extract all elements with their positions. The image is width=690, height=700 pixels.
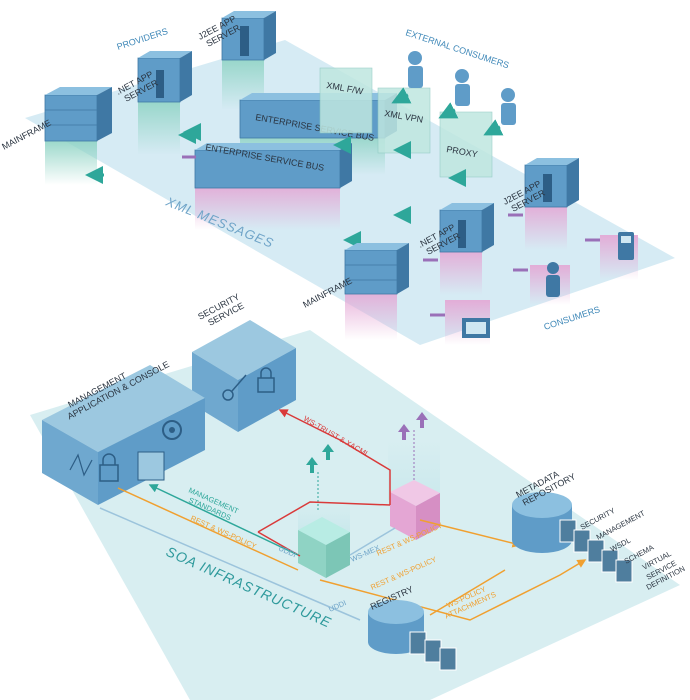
external-consumer-person-icon (408, 51, 516, 125)
management-standards-line (148, 484, 299, 556)
central-cube-teal (298, 444, 350, 578)
net-app-server-left (137, 51, 192, 155)
ws-mex-line (349, 527, 396, 556)
rest-ws-policy-line-right (319, 559, 587, 621)
pda-icon (445, 300, 490, 345)
security-service-box (192, 320, 296, 432)
uddi-line-left (99, 507, 361, 621)
metadata-repository-db-icon (512, 492, 633, 583)
net-app-server-right (439, 203, 494, 295)
person-consumer-icon (530, 262, 570, 305)
consumers-label: CONSUMERS (543, 304, 602, 332)
gear-icon (162, 420, 182, 440)
rest-ws-policy-line-left (117, 487, 299, 571)
phone-icon (600, 232, 638, 280)
esb-front (194, 143, 352, 230)
mainframe-left (44, 87, 112, 185)
xml-fw-box (319, 67, 373, 134)
ws-policy-attachments-line (429, 569, 506, 616)
j2ee-app-server-right (524, 158, 579, 250)
external-consumers-label: EXTERNAL CONSUMERS (404, 27, 510, 70)
external-consumer-arrows (333, 87, 504, 249)
key-icon (222, 374, 247, 401)
mainframe-right (344, 243, 409, 340)
rest-ws-policy-line-mid (419, 519, 522, 548)
providers-label: PROVIDERS (116, 26, 170, 52)
registry-db-icon (368, 600, 457, 671)
central-cube-pink (388, 412, 440, 540)
security-service-label: SECURITY SERVICE (196, 290, 248, 330)
consumer-arrows (423, 213, 600, 317)
top-plane (25, 40, 675, 345)
